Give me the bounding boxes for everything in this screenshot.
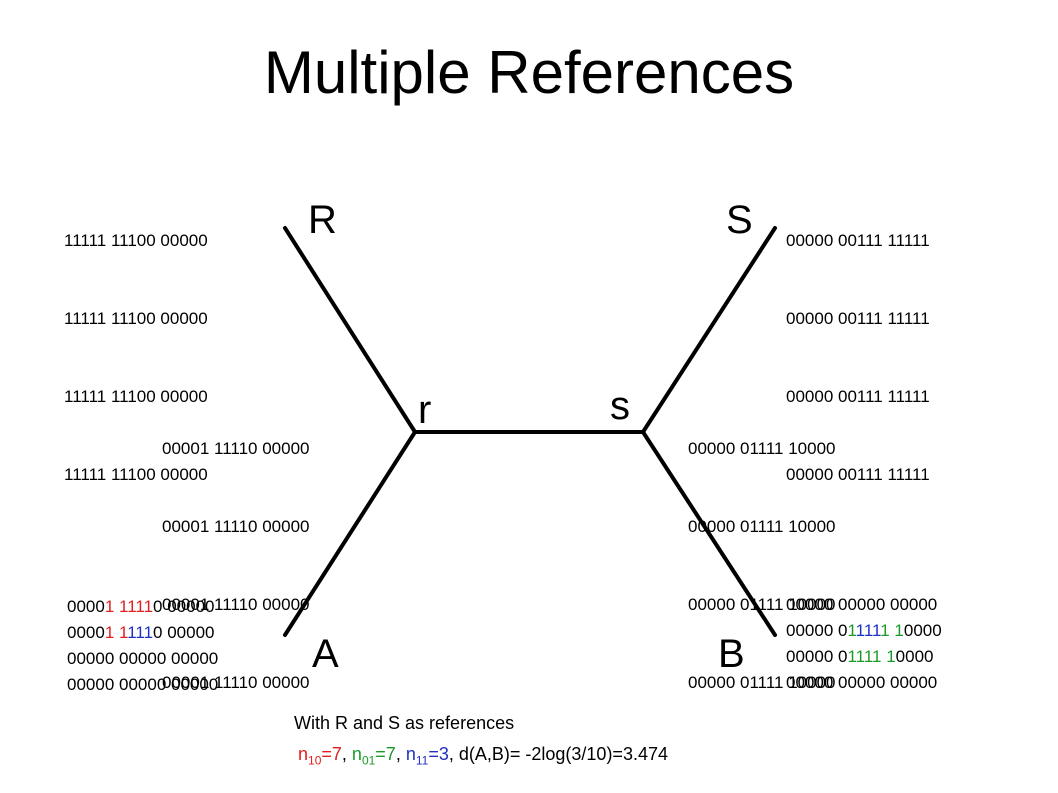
caption-line-1: With R and S as references <box>294 713 515 733</box>
sequence-segment: 1 1111 <box>104 597 154 616</box>
node-label-S: S <box>726 198 753 242</box>
sequence-row: 00000 00111 11111 <box>786 309 930 328</box>
sequence-segment: 1 <box>847 621 856 640</box>
separator: , <box>395 744 406 764</box>
sequence-row: 00000 00000 00000 <box>786 670 942 696</box>
sequence-row: 00000 00000 00000 <box>67 646 218 672</box>
distance-formula: , d(A,B)= -2log(3/10)=3.474 <box>448 744 668 764</box>
sequence-row: 00000 011111 10000 <box>786 618 942 644</box>
sequence-block-R: 11111 11100 00000 11111 11100 00000 1111… <box>64 176 208 514</box>
sequence-row: 00001 11110 00000 <box>67 620 218 646</box>
sequence-segment: 0000 <box>895 647 934 666</box>
edge-s-B <box>641 430 777 637</box>
page-title: Multiple References <box>263 39 795 106</box>
n10-label: n10=7 <box>298 744 342 768</box>
sequence-segment: 00000 00000 00000 <box>786 673 938 692</box>
sequence-row: 00001 11110 00000 <box>162 673 310 692</box>
sequence-row: 11111 11100 00000 <box>64 309 208 328</box>
node-label-R: R <box>308 198 337 242</box>
sequence-row: 00001 11110 00000 <box>67 594 218 620</box>
sequence-row: 00000 00000 00000 <box>67 672 218 698</box>
sequence-row: 11111 11100 00000 <box>64 465 208 484</box>
separator: , <box>341 744 352 764</box>
sequence-row: 00000 00111 11111 <box>786 465 930 484</box>
sequence-row: 00000 01111 10000 <box>688 673 836 692</box>
sequence-row: 00000 01111 10000 <box>688 439 836 458</box>
sequence-row: 11111 11100 00000 <box>64 387 208 406</box>
sequence-segment: 00000 0 <box>786 647 848 666</box>
sequence-segment: 0 00000 <box>153 623 215 642</box>
edge-r-A <box>283 430 417 637</box>
node-label-A: A <box>312 632 339 676</box>
sequence-row: 00000 01111 10000 <box>786 644 942 670</box>
sequence-row: 00001 11110 00000 <box>162 517 310 536</box>
edge-s-S <box>641 226 777 434</box>
sequence-segment: 1 1 <box>880 621 904 640</box>
node-label-s: s <box>610 384 630 428</box>
n01-label: n01=7 <box>351 744 396 768</box>
sequence-block-r: 00001 11110 00000 00001 11110 00000 0000… <box>162 384 309 722</box>
sequence-segment: 0000 <box>67 597 105 616</box>
sequence-row: 00001 11110 00000 <box>162 439 310 458</box>
sequence-row: 00000 00000 00000 <box>786 592 942 618</box>
n11-label: n11=3 <box>405 744 449 768</box>
node-label-r: r <box>418 388 432 432</box>
node-label-B: B <box>718 632 745 676</box>
sequence-segment: 00000 00000 00000 <box>67 649 219 668</box>
sequence-row: 00000 01111 10000 <box>688 517 836 536</box>
sequence-segment: 00000 0 <box>786 621 848 640</box>
sequence-segment: 1111 1 <box>847 647 896 666</box>
sequence-segment: 111 <box>127 623 154 642</box>
sequence-row: 00000 00111 11111 <box>786 387 930 406</box>
caption-line-2: n10=7, n01=7, n11=3, d(A,B)= -2log(3/10)… <box>298 744 668 768</box>
sequence-segment: 00000 00000 00000 <box>67 675 219 694</box>
sequence-segment: 0000 <box>903 621 942 640</box>
sequence-block-S: 00000 00111 11111 00000 00111 11111 0000… <box>786 176 930 514</box>
sequence-segment: 0 00000 <box>153 597 215 616</box>
sequence-segment: 0000 <box>67 623 105 642</box>
edge-r-R <box>283 226 417 434</box>
sequence-row: 11111 11100 00000 <box>64 231 208 250</box>
sequence-row: 00001 11110 00000 <box>162 595 310 614</box>
sequence-row: 00000 00111 11111 <box>786 231 930 250</box>
sequence-block-s: 00000 01111 10000 00000 01111 10000 0000… <box>688 384 835 722</box>
sequence-segment: 111 <box>855 621 881 640</box>
sequence-segment: 00000 00000 00000 <box>786 595 938 614</box>
sequence-segment: 1 1 <box>104 623 128 642</box>
sequence-row: 00000 01111 10000 <box>688 595 836 614</box>
